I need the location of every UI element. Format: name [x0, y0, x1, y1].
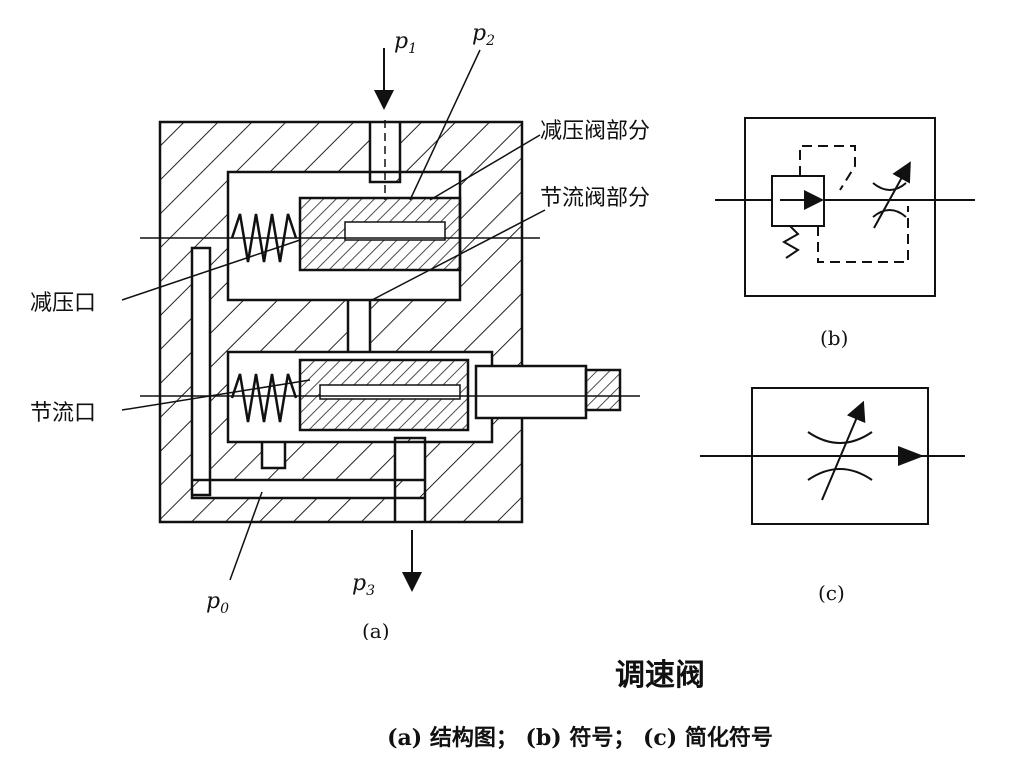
- figure-caption: (a) 结构图； (b) 符号； (c) 简化符号: [387, 725, 773, 751]
- throttle-part-leader: [371, 209, 546, 301]
- reducing-part-leader: [429, 134, 541, 201]
- figure-title: 调速阀: [615, 658, 705, 693]
- reducing-spring: [230, 213, 298, 263]
- structure-view: p1 p2 减压阀部分 节流阀部分 减压口 节流口 p3 p0 (a): [30, 21, 650, 640]
- valve-body: [158, 120, 524, 524]
- throttle-port-label: 节流口: [30, 401, 96, 426]
- adjusting-screw[interactable]: [474, 364, 588, 420]
- p2-leader: [409, 49, 481, 201]
- p2-label: p2: [472, 21, 495, 49]
- reducing-valve-spring: [781, 225, 800, 259]
- pilot-line-upper: [799, 145, 856, 191]
- throttle-spool-bore: [319, 384, 461, 400]
- figure-a-label: (a): [362, 619, 390, 640]
- symbol-frame: [744, 117, 936, 297]
- p3-label: p3: [352, 571, 375, 599]
- simplified-adjust-arrow: [821, 400, 866, 501]
- simplified-symbol-view: (c): [700, 387, 965, 605]
- throttle-spring: [230, 373, 298, 423]
- simplified-flow-arrowhead: [898, 446, 924, 466]
- speed-control-valve-diagram: p1 p2 减压阀部分 节流阀部分 减压口 节流口 p3 p0 (a) (b) …: [30, 21, 975, 640]
- p0-leader: [229, 491, 263, 581]
- symbol-view: (b): [715, 117, 975, 350]
- p1-label: p1: [394, 29, 417, 57]
- reducing-valve-part-label: 减压阀部分: [540, 119, 650, 144]
- simplified-curve-upper: [807, 431, 873, 444]
- simplified-curve-lower: [807, 468, 873, 481]
- throttle-curve-lower: [872, 209, 907, 218]
- p0-label: p0: [206, 589, 229, 617]
- throttle-adjust-arrow: [873, 161, 911, 229]
- adjusting-knob[interactable]: [584, 368, 622, 412]
- reducing-port-label: 减压口: [30, 291, 96, 316]
- throttle-port-leader: [121, 379, 311, 411]
- figure-b-label: (b): [820, 326, 848, 350]
- reducing-spool-bore: [344, 221, 446, 241]
- pilot-line-lower: [817, 206, 909, 263]
- reducing-port-leader: [121, 239, 301, 301]
- throttle-valve-part-label: 节流阀部分: [540, 186, 650, 211]
- figure-c-label: (c): [818, 581, 845, 605]
- throttle-curve-upper: [872, 182, 907, 191]
